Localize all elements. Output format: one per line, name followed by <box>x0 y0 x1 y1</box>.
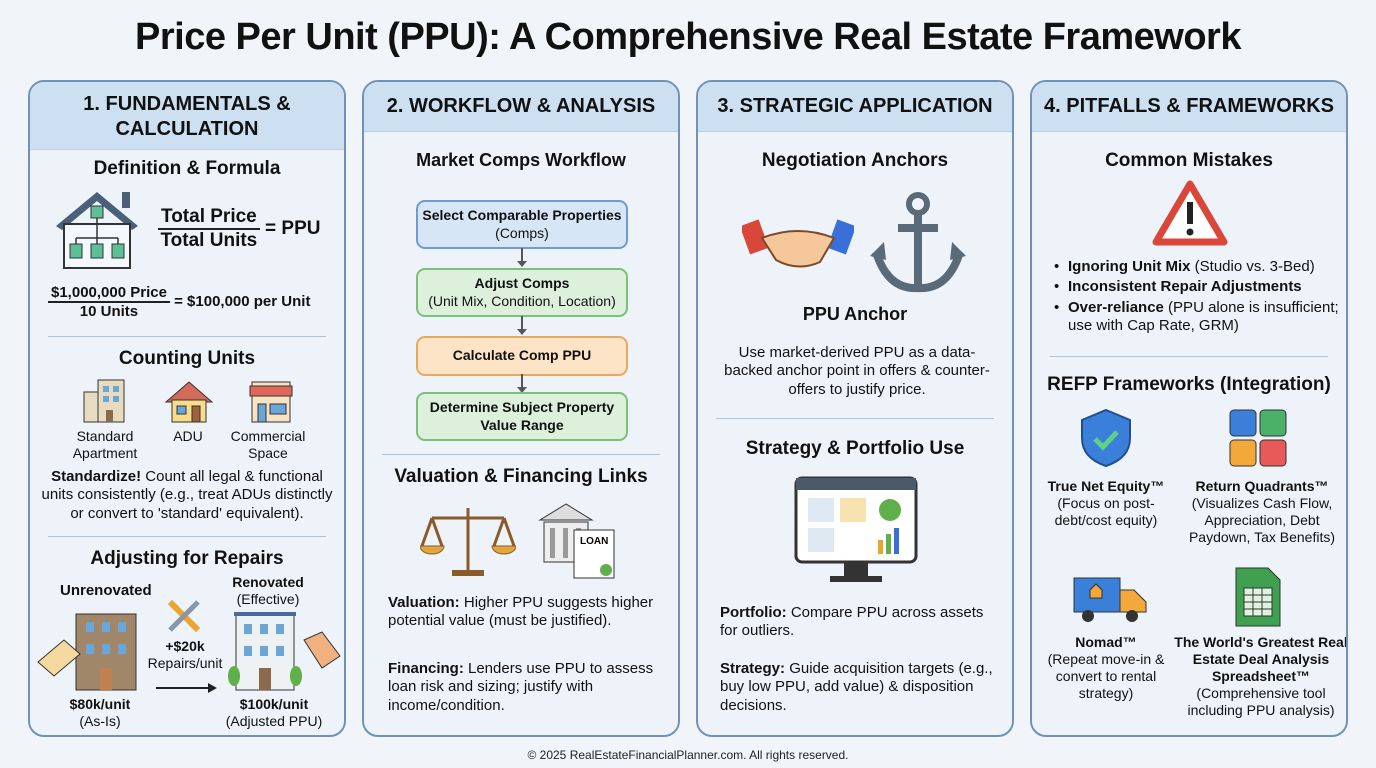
copyright-footer: © 2025 RealEstateFinancialPlanner.com. A… <box>527 748 849 762</box>
panel-workflow: 2. WORKFLOW & ANALYSIS Market Comps Work… <box>362 80 680 737</box>
section-title-negotiation: Negotiation Anchors <box>761 150 949 171</box>
unrenovated-building-icon <box>37 613 137 691</box>
section-title-strategy: Strategy & Portfolio Use <box>745 438 965 459</box>
anchor-label: PPU Anchor <box>802 304 908 324</box>
anchor-icon <box>870 192 966 293</box>
commercial-store-icon <box>249 381 293 423</box>
quadrants-icon <box>1229 409 1287 467</box>
apartment-icon <box>83 379 125 423</box>
workflow-step-determine: Determine Subject Property Value Range <box>416 392 628 441</box>
after-ppu: $100k/unit(Adjusted PPU) <box>225 696 323 730</box>
formula-denominator: Total Units <box>160 230 258 251</box>
section-title-mistakes: Common Mistakes <box>1105 150 1273 171</box>
mistakes-list: Ignoring Unit Mix (Studio vs. 3-Bed) Inc… <box>1052 258 1342 335</box>
page-title: Price Per Unit (PPU): A Comprehensive Re… <box>135 16 1241 58</box>
anchor-description: Use market-derived PPU as a data-backed … <box>724 344 990 398</box>
framework-nomad: Nomad™(Repeat move-in & convert to renta… <box>1047 634 1165 702</box>
unrenovated-label: Unrenovated <box>60 582 152 599</box>
mistake-item: Inconsistent Repair Adjustments <box>1052 278 1342 297</box>
svg-text:LOAN: LOAN <box>580 536 608 547</box>
section-title-counting: Counting Units <box>118 348 256 369</box>
section-title-valuation: Valuation & Financing Links <box>394 466 648 487</box>
handshake-icon <box>742 219 854 268</box>
before-ppu: $80k/unit(As-Is) <box>69 696 131 730</box>
shield-check-icon <box>1081 408 1131 468</box>
example-denominator: 10 Units <box>79 303 139 320</box>
example-numerator: $1,000,000 Price <box>48 284 170 303</box>
unit-type-label: Standard Apartment <box>72 428 138 462</box>
framework-true-net-equity: True Net Equity™(Focus on post-debt/cost… <box>1047 478 1165 529</box>
unit-type-label: Commercial Space <box>230 428 306 462</box>
formula-result: = PPU <box>265 218 321 240</box>
valuation-note: Valuation: Higher PPU suggests higher po… <box>388 594 654 630</box>
standardize-note: Standardize! Count all legal & functiona… <box>41 468 333 522</box>
framework-deal-analysis-spreadsheet: The World's Greatest Real Estate Deal An… <box>1174 634 1348 719</box>
dashboard-monitor-icon <box>794 476 918 582</box>
strategy-note: Strategy: Guide acquisition targets (e.g… <box>720 660 993 714</box>
panel-pitfalls: 4. PITFALLS & FRAMEWORKS Common Mistakes… <box>1030 80 1348 737</box>
tools-icon <box>167 599 201 633</box>
spreadsheet-icon <box>1235 567 1281 627</box>
bank-loan-icon: LOAN <box>538 503 615 579</box>
panel-header: 3. STRATEGIC APPLICATION <box>698 82 1012 132</box>
moving-truck-icon <box>1073 577 1147 622</box>
unit-type-label: ADU <box>173 428 203 444</box>
panel-header: 4. PITFALLS & FRAMEWORKS <box>1032 82 1346 132</box>
multi-unit-house-icon <box>56 192 138 269</box>
adu-house-icon <box>164 381 214 423</box>
portfolio-note: Portfolio: Compare PPU across assets for… <box>720 604 984 640</box>
financing-note: Financing: Lenders use PPU to assess loa… <box>388 660 654 714</box>
section-title-workflow: Market Comps Workflow <box>416 150 626 170</box>
workflow-step-calculate: Calculate Comp PPU <box>416 336 628 376</box>
section-title-definition: Definition & Formula <box>93 158 281 179</box>
workflow-step-adjust: Adjust Comps(Unit Mix, Condition, Locati… <box>416 268 628 317</box>
example-result: = $100,000 per Unit <box>174 292 311 310</box>
panel-header: 2. WORKFLOW & ANALYSIS <box>364 82 678 132</box>
workflow-step-select: Select Comparable Properties (Comps) <box>416 200 628 249</box>
renovated-building-icon <box>228 612 341 691</box>
framework-return-quadrants: Return Quadrants™(Visualizes Cash Flow, … <box>1188 478 1336 546</box>
mistake-item: Ignoring Unit Mix (Studio vs. 3-Bed) <box>1052 258 1342 277</box>
warning-icon <box>1152 180 1228 246</box>
panel-header: 1. FUNDAMENTALS & CALCULATION <box>30 82 344 150</box>
section-title-frameworks: REFP Frameworks (Integration) <box>1047 374 1331 395</box>
panel-strategic: 3. STRATEGIC APPLICATION Negotiation Anc… <box>696 80 1014 737</box>
section-title-repairs: Adjusting for Repairs <box>90 548 284 569</box>
panel-fundamentals: 1. FUNDAMENTALS & CALCULATION Definition… <box>28 80 346 737</box>
scales-icon <box>420 508 516 576</box>
arrow-right-icon <box>156 683 217 693</box>
mistake-item: Over-reliance (PPU alone is insufficient… <box>1052 299 1342 336</box>
formula-numerator: Total Price <box>158 206 260 230</box>
renovated-label: Renovated(Effective) <box>232 574 304 608</box>
